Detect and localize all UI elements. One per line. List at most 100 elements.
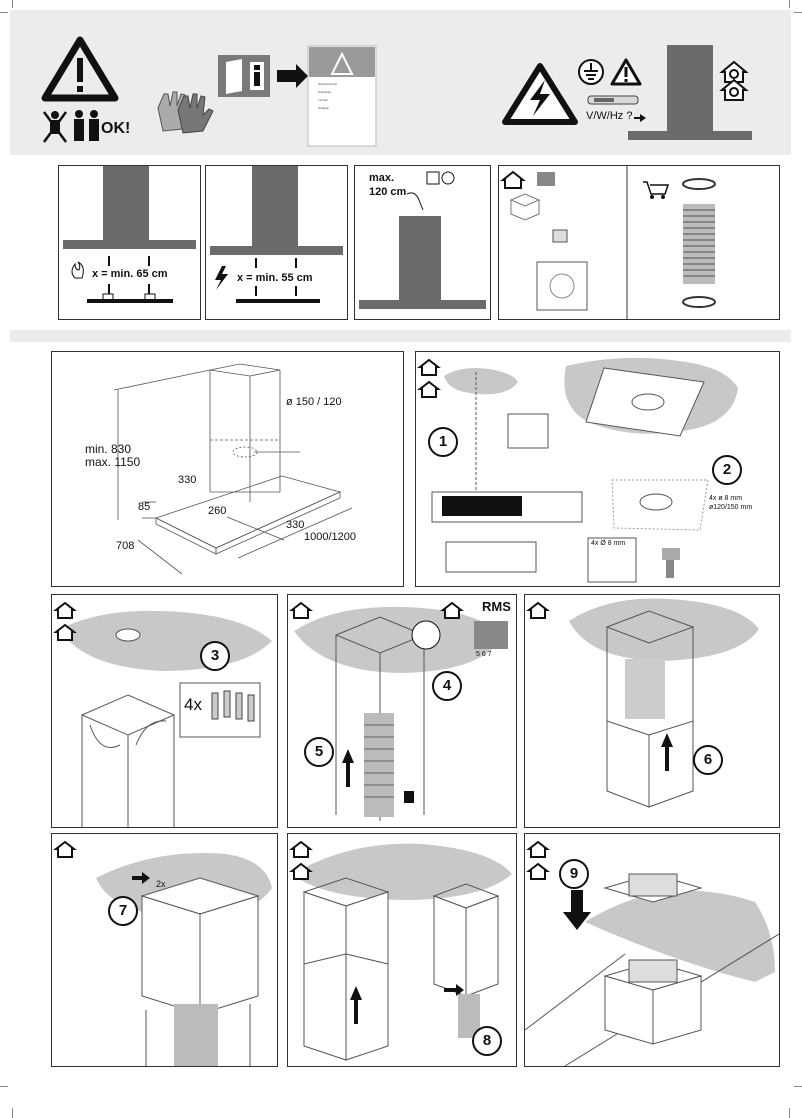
gas-distance-panel: x = min. 65 cm [58,165,201,320]
house-tools-icon [53,840,77,858]
step-1-badge: 1 [428,427,458,457]
step-9-panel: 9 [524,833,780,1067]
step-5-badge: 5 [304,737,334,767]
electric-distance-panel: x = min. 55 cm [205,165,348,320]
electric-distance-label: x = min. 55 cm [237,272,313,284]
arrow-up-icon [350,986,362,1024]
step-3-panel: 3 4x [51,594,278,828]
depth-label: 708 [116,540,135,552]
duct-adapter-icon [552,229,568,243]
steps-1-2-panel: 1 2 4x ø 8 mm ø120/150 mm 4x Ø 8 mm [415,351,780,587]
dim-260: 260 [208,505,227,517]
hood-silhouette-icon [628,45,752,140]
crop-mark [12,0,13,8]
booklet-text: ubezpieczenie instrukcja montaż obsługa [318,82,338,110]
screws-count-label: 4x [184,695,202,714]
header-band [10,10,791,155]
holes-label: 4x ø 8 mm [709,495,743,502]
house-tools-icon [526,862,550,880]
step-7-panel: 7 2x [51,833,278,1067]
arrow-up-icon [342,749,354,787]
ground-icon [441,171,455,185]
electric-hazard-icon [502,63,578,125]
step-6-badge: 6 [693,745,723,775]
house-tools-icon [440,601,464,619]
steps-4-5-panel: 4 5 RMS 5 6 7 [287,594,517,828]
crop-mark [0,1086,8,1087]
step-6-panel: 6 [524,594,780,828]
header-graphics [41,36,752,147]
dim-330-depth: 330 [286,519,305,531]
rating-plate-icon [587,95,639,105]
dimensions-panel: min. 830 max. 1150 ø 150 / 120 330 85 26… [51,351,404,587]
package-contents-panel [498,165,780,320]
crop-mark [789,0,790,8]
crop-mark [0,12,8,13]
crop-mark [794,1086,802,1087]
clamp-icon [682,296,716,308]
house-tools-icon [53,601,77,619]
mounting-template-icon [536,261,588,311]
ground-icon [578,59,604,85]
socket-icon [411,620,441,650]
manual-icon [537,172,555,186]
height-min-label: min. 830 [85,442,132,456]
flame-icon [71,261,84,279]
socket-icon [426,171,440,185]
house-tools-icon [417,358,441,376]
arrow-right-icon [444,984,464,996]
crop-mark [12,1108,13,1118]
box-icon [509,193,541,221]
flexible-duct-icon [683,204,715,284]
house-tools-icon [719,78,749,101]
dim-85: 85 [138,501,151,513]
house-tools-icon [53,623,77,641]
drill-label: 4x Ø 8 mm [591,540,626,547]
crop-mark [789,1108,790,1118]
house-tools-icon [289,840,313,858]
step-7-badge: 7 [108,896,138,926]
house-tools-icon [417,380,441,398]
lightning-icon [215,266,228,290]
step-9-badge: 9 [559,859,589,889]
house-tools-icon [289,601,313,619]
cable-length-label: 120 cm [369,186,407,198]
duct-diameter-label: ø 150 / 120 [286,396,342,408]
cable-length-panel: max. 120 cm [354,165,491,320]
gloves-icon [157,91,214,134]
no-children-icon [42,111,68,143]
gas-distance-label: x = min. 65 cm [92,268,168,280]
rms-pages-label: 5 6 7 [476,651,492,658]
section-divider [10,330,791,342]
flexible-duct-icon [364,713,394,817]
house-tools-icon [289,862,313,880]
twice-label: 2x [156,879,166,889]
height-max-label: max. 1150 [85,455,141,469]
width-label: 1000/1200 [304,531,356,543]
arrow-up-icon [661,733,673,771]
crop-mark [794,12,802,13]
ok-label: OK! [101,120,131,137]
voltage-label: V/W/Hz ? [586,110,633,122]
arrow-right-icon [277,64,308,88]
house-tools-icon [526,840,550,858]
screws-box [179,682,261,738]
step-4-badge: 4 [432,671,462,701]
warning-icon [41,36,119,102]
manual-icon [474,621,508,649]
arrow-down-icon [563,890,591,930]
step-2-badge: 2 [712,455,742,485]
holes-diameter-label: ø120/150 mm [709,504,753,511]
cart-icon [643,181,670,199]
house-tools-icon [500,170,526,189]
step-3-badge: 3 [200,641,230,671]
clamp-icon [682,178,716,190]
drill-icon [662,548,680,578]
house-tools-icon [526,601,550,619]
arrow-right-icon [634,114,646,122]
warning-small-icon [610,58,642,86]
step-8-panel: 8 [287,833,517,1067]
step-8-badge: 8 [472,1026,502,1056]
two-adults-icon [74,110,99,141]
arrow-right-icon [132,872,150,884]
